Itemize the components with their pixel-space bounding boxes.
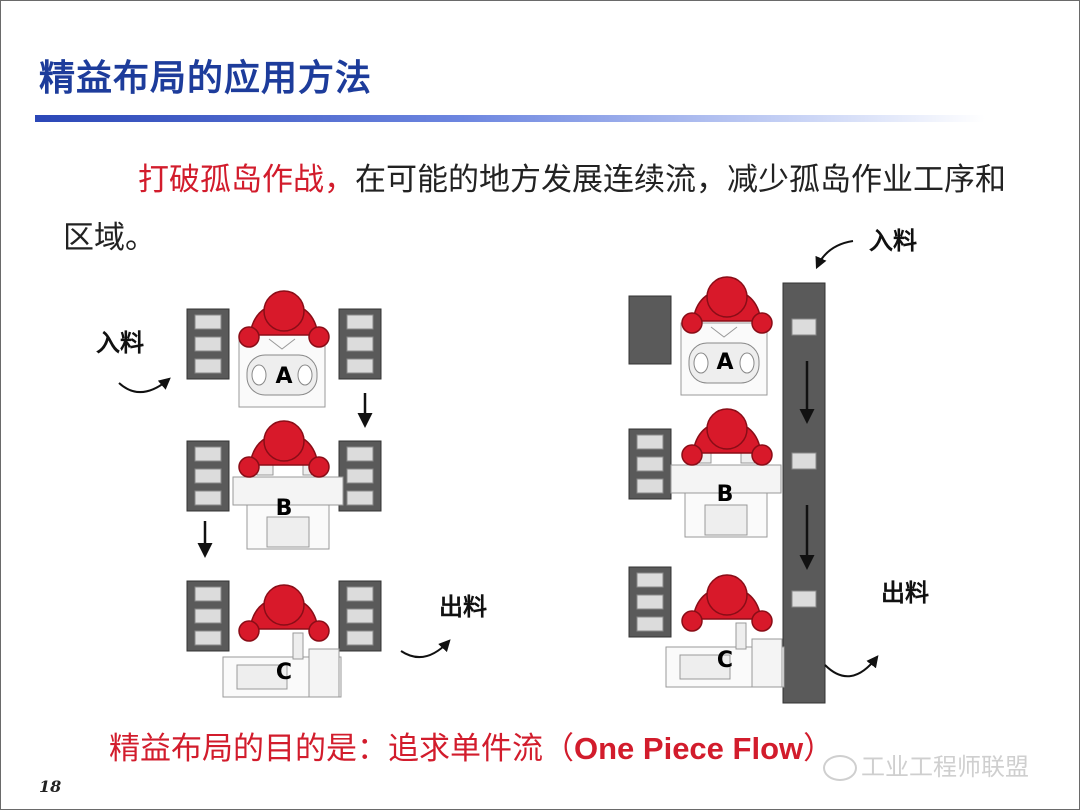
rack	[338, 440, 382, 512]
conveyor-slot	[791, 318, 817, 336]
output-label: 出料	[439, 593, 487, 621]
operator-icon	[238, 420, 330, 478]
watermark-text: 工业工程师联盟	[861, 753, 1029, 781]
watermark: 工业工程师联盟	[823, 747, 1029, 782]
station-label: C	[717, 648, 733, 673]
page-number: 18	[39, 777, 62, 796]
bottom-text: 精益布局的目的是：追求单件流（	[109, 731, 574, 767]
operator-icon	[681, 574, 773, 632]
operator-icon	[238, 584, 330, 642]
bottom-statement: 精益布局的目的是：追求单件流（One Piece Flow）	[109, 723, 834, 768]
right-layout: A B C 入料 出料	[628, 227, 929, 704]
rack	[628, 428, 672, 500]
intro-rest: 在可能的地方发展连续流，减少孤岛作业工序和区域。	[63, 162, 1006, 256]
rack	[628, 566, 672, 638]
wechat-icon	[823, 755, 857, 781]
rack	[186, 440, 230, 512]
output-arrow	[400, 639, 451, 659]
rack	[186, 308, 230, 380]
rack	[338, 308, 382, 380]
conveyor	[782, 282, 826, 704]
left-layout: A B C 入料 出料	[96, 290, 487, 698]
rack	[338, 580, 382, 652]
input-arrow	[118, 377, 171, 393]
output-label: 出料	[881, 579, 929, 607]
input-label: 入料	[869, 227, 917, 255]
input-label: 入料	[96, 329, 144, 357]
title-underline	[35, 115, 985, 122]
station-label: B	[717, 482, 734, 507]
output-arrow	[824, 655, 879, 678]
bottom-english: One Piece Flow	[574, 731, 804, 766]
intro-highlight: 打破孤岛作战，	[138, 162, 355, 198]
rack	[628, 295, 672, 365]
station-label: A	[716, 350, 733, 375]
input-arrow	[815, 240, 854, 270]
station-label: B	[276, 496, 293, 521]
conveyor-slot	[791, 590, 817, 608]
station-label: A	[275, 364, 292, 389]
operator-icon	[681, 408, 773, 466]
intro-paragraph: 打破孤岛作战，在可能的地方发展连续流，减少孤岛作业工序和区域。	[63, 151, 1023, 267]
rack	[186, 580, 230, 652]
conveyor-slot	[791, 452, 817, 470]
page-title: 精益布局的应用方法	[39, 58, 373, 99]
station-label: C	[276, 660, 292, 685]
